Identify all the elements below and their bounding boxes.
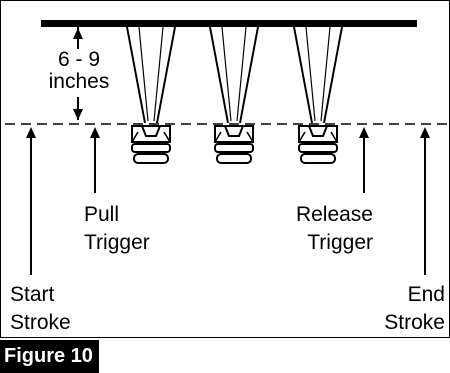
spray-pattern-diagram <box>5 20 447 275</box>
arrowhead-up-icon <box>73 28 83 39</box>
release-trigger-pointer <box>359 127 369 193</box>
spray-gun-nozzle-icon <box>131 125 171 164</box>
figure-caption: Figure 10 <box>0 340 99 373</box>
spray-fan-1 <box>126 26 176 124</box>
spray-fan-2 <box>209 26 259 124</box>
release-trigger-label-line1: Release <box>295 203 373 226</box>
distance-unit-label: inches <box>48 70 110 93</box>
spray-gun-nozzle-icon <box>298 125 338 164</box>
pull-trigger-pointer <box>90 127 100 193</box>
end-stroke-pointer <box>420 127 430 275</box>
start-stroke-pointer <box>26 127 36 275</box>
surface-bar <box>41 20 417 27</box>
figure-frame: 6 - 9 inches Pull Trigger Release Trigge… <box>0 0 450 338</box>
arrowhead-down-icon <box>73 109 83 120</box>
start-stroke-label-line1: Start <box>10 283 55 306</box>
pull-trigger-label-line1: Pull <box>84 203 120 226</box>
release-trigger-label-line2: Trigger <box>307 231 373 254</box>
pull-trigger-label-line2: Trigger <box>84 231 150 254</box>
spray-gun-nozzle-icon <box>214 125 254 164</box>
distance-range-label: 6 - 9 <box>57 48 101 71</box>
start-stroke-label-line2: Stroke <box>10 311 71 334</box>
end-stroke-label-line1: End <box>407 283 445 306</box>
end-stroke-label-line2: Stroke <box>384 311 445 334</box>
spray-fan-3 <box>293 26 343 124</box>
